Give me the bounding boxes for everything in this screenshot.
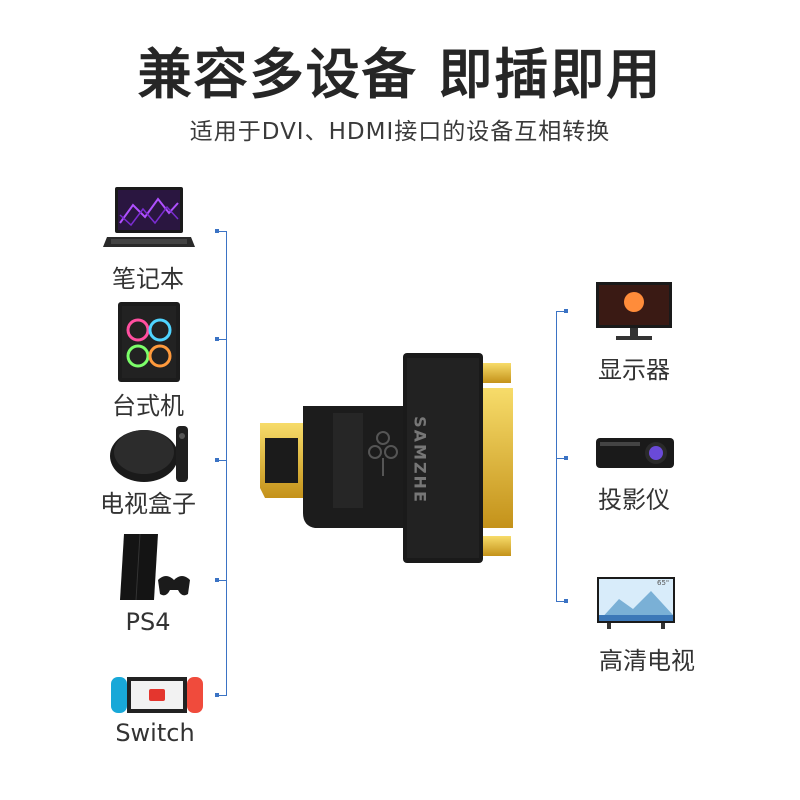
desktop-pc-icon (118, 302, 180, 382)
device-label: 投影仪 (598, 486, 670, 514)
device-label: 显示器 (598, 356, 670, 384)
laptop-icon (103, 187, 195, 247)
device-ps4: PS4 (88, 530, 208, 640)
projector-icon (596, 438, 674, 468)
hdtv-icon (597, 577, 675, 629)
device-projector: 投影仪 (574, 432, 694, 522)
tv-size-badge: 65" (657, 579, 670, 587)
left-tick (216, 460, 226, 461)
left-dot (215, 337, 219, 341)
left-tick (216, 339, 226, 340)
page-subtitle: 适用于DVI、HDMI接口的设备互相转换 (189, 119, 611, 145)
switch-console-icon (111, 677, 203, 713)
right-tick (556, 458, 566, 459)
right-tick (556, 311, 566, 312)
left-dot (215, 693, 219, 697)
left-dot (215, 229, 219, 233)
device-label: Switch (115, 719, 195, 747)
left-dot (215, 578, 219, 582)
device-laptop: 笔记本 (88, 185, 208, 295)
device-label: 高清电视 (599, 647, 695, 675)
right-dot (564, 599, 568, 603)
right-tick (556, 601, 566, 602)
device-switch: Switch (95, 675, 215, 755)
page-title: 兼容多设备 即插即用 (137, 43, 663, 106)
device-label: PS4 (125, 608, 171, 636)
device-label: 电视盒子 (100, 490, 196, 518)
hdmi-dvi-adapter (260, 353, 513, 563)
device-monitor: 显示器 (574, 280, 694, 390)
right-connector-line (556, 311, 557, 601)
device-hdtv: 65" 高清电视 (587, 575, 707, 675)
brand-logo-icon (368, 431, 398, 476)
left-tick (216, 231, 226, 232)
left-connector-line (226, 231, 227, 696)
left-tick (216, 580, 226, 581)
right-dot (564, 309, 568, 313)
device-tv-box: 电视盒子 (88, 420, 208, 520)
tv-box-icon (110, 426, 188, 482)
adapter-brand: SAMZHE (410, 416, 430, 504)
ps4-console-icon (120, 533, 190, 601)
right-dot (564, 456, 568, 460)
left-dot (215, 458, 219, 462)
device-label: 台式机 (112, 392, 184, 420)
monitor-icon (596, 282, 672, 340)
device-desktop: 台式机 (88, 300, 208, 420)
left-tick (216, 695, 226, 696)
device-label: 笔记本 (112, 265, 184, 293)
